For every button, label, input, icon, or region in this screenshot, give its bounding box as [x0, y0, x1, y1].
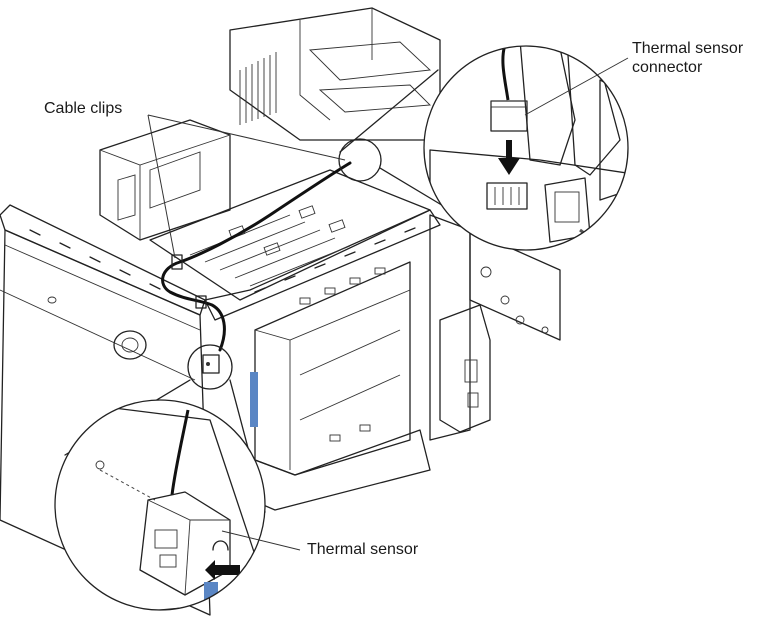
blue-accent-strip: [250, 372, 258, 427]
cable-clips-label: Cable clips: [44, 100, 123, 117]
chassis-side-panel: [0, 204, 211, 616]
magnified-connector-view: [423, 45, 629, 251]
thermal-sensor-connector-label-line2: connector: [632, 59, 703, 76]
chassis-rear: [229, 7, 441, 141]
thermal-sensor-connector-label: Thermal sensor connector: [632, 39, 743, 77]
magnified-sensor-view: [54, 399, 266, 611]
cable-clip-1: [171, 254, 183, 270]
fan-duct: [99, 119, 231, 241]
rear-vent: [239, 52, 277, 125]
cable-clip-2: [195, 295, 207, 309]
leader-lines: [147, 57, 629, 551]
drive-cage: [239, 214, 561, 511]
cage-holes: [299, 267, 386, 442]
thermal-sensor-label: Thermal sensor: [307, 541, 419, 558]
sensor-small: [202, 354, 220, 374]
sensor-cable: [161, 161, 352, 352]
callout-connector-small: [338, 138, 382, 182]
rail-slots: [29, 229, 161, 290]
callout-sensor-small: [187, 344, 233, 390]
connector-header: [486, 182, 528, 210]
thermal-sensor-connector-label-line1: Thermal sensor: [632, 40, 744, 57]
